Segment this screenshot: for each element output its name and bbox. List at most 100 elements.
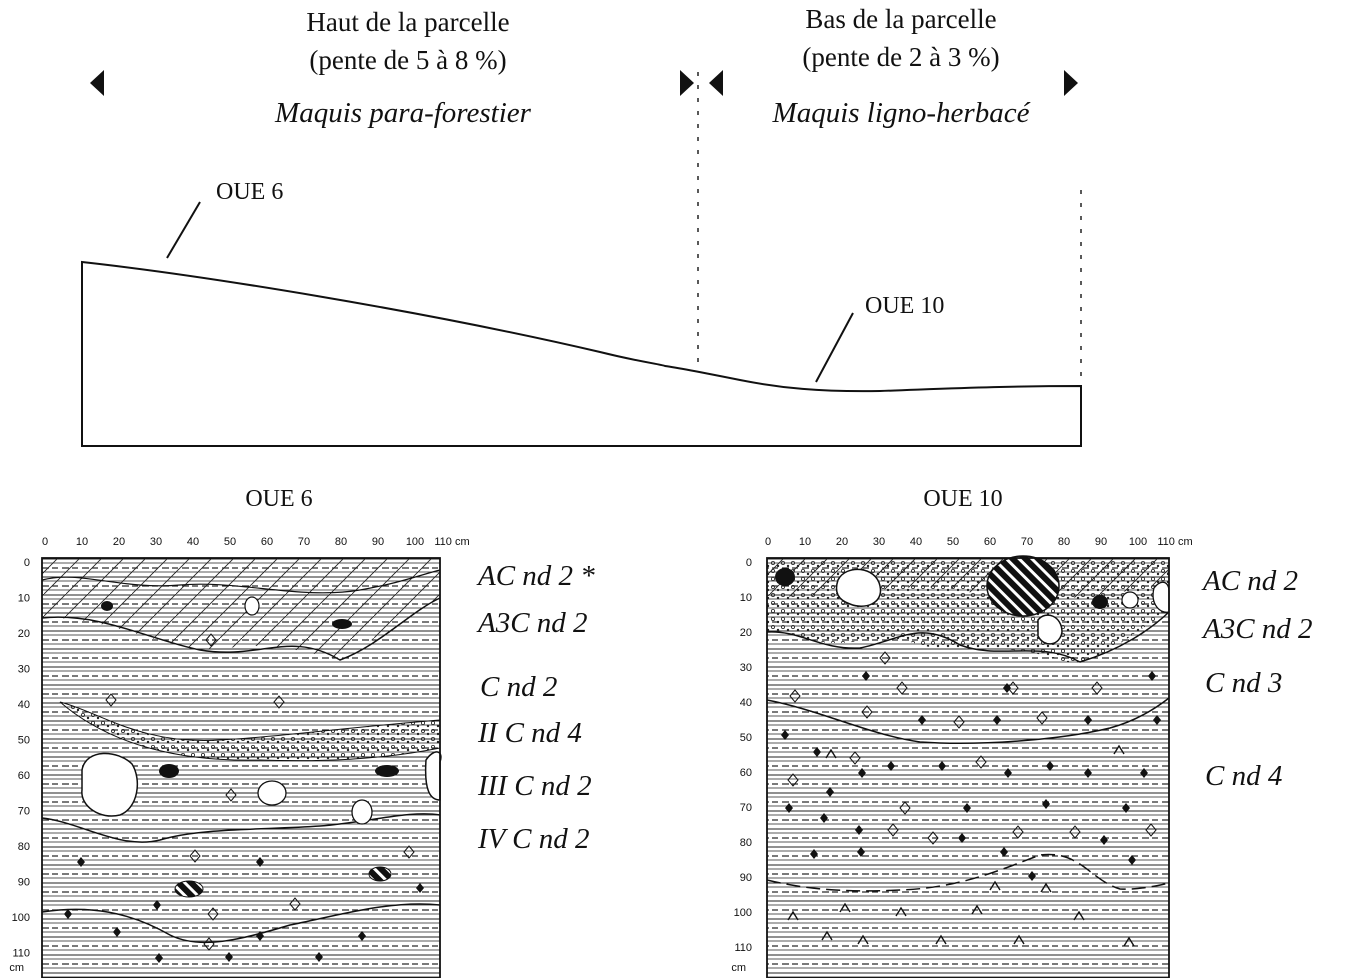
profile-label-oue6: OUE 6 [216, 179, 283, 205]
horizon-label: III C nd 2 [477, 770, 592, 802]
x-tick-label: 0 [42, 536, 48, 548]
y-tick-label: 60 [18, 770, 30, 782]
concretion-icon [332, 619, 352, 629]
upper-plot-slope: (pente de 5 à 8 %) [309, 45, 506, 75]
x-tick-label: 10 [76, 536, 88, 548]
stone-icon [1121, 591, 1139, 609]
x-tick-label: 50 [947, 536, 959, 548]
x-tick-label: 40 [187, 536, 199, 548]
x-tick-label: 110 cm [434, 536, 469, 548]
y-tick-label: 100 [734, 907, 752, 919]
pointer-oue10 [815, 312, 854, 383]
horizon-label: IV C nd 2 [477, 823, 589, 855]
y-tick-label: 30 [18, 664, 30, 676]
stone-icon [244, 596, 260, 616]
x-tick-label: 30 [873, 536, 885, 548]
striped-block-icon [368, 866, 392, 882]
horizon-label: A3C nd 2 [476, 607, 588, 639]
x-tick-label: 40 [910, 536, 922, 548]
stone-icon [1037, 614, 1063, 645]
y-tick-label: 50 [18, 735, 30, 747]
x-tick-label: 20 [836, 536, 848, 548]
x-tick-label: 110 cm [1157, 536, 1192, 548]
y-tick-label: 0 [746, 557, 752, 569]
horizon-boundary [766, 697, 1170, 744]
concretion-icon [159, 764, 179, 778]
pit-oue10-frame [766, 557, 1170, 978]
horizon-label: AC nd 2 * [476, 560, 595, 592]
horizon-boundary [41, 903, 441, 944]
x-tick-label: 30 [150, 536, 162, 548]
y-tick-label: 50 [740, 732, 752, 744]
upper-plot-vegetation: Maquis para-forestier [274, 97, 532, 129]
y-tick-label: 80 [740, 837, 752, 849]
arrow-left-icon [90, 70, 104, 96]
y-tick-label: 90 [18, 877, 30, 889]
x-tick-label: 20 [113, 536, 125, 548]
horizon-boundary [41, 597, 441, 661]
solid-diamond-markers [64, 857, 424, 963]
y-tick-label: 60 [740, 767, 752, 779]
horizon-boundary [766, 853, 1170, 892]
pit-oue10 [766, 555, 1170, 978]
y-tick-label: 30 [740, 662, 752, 674]
y-unit-label: cm [9, 962, 24, 974]
upper-plot-title: Haut de la parcelle [306, 7, 509, 37]
pointer-oue6 [166, 201, 201, 259]
pit-oue6 [41, 558, 442, 978]
concretion-icon [101, 601, 113, 611]
y-tick-label: 0 [24, 557, 30, 569]
horizon-label: C nd 3 [1205, 667, 1282, 699]
x-tick-label: 100 [1129, 536, 1147, 548]
horizon-label: C nd 4 [1205, 760, 1282, 792]
pit-oue6-topsoil [42, 558, 440, 660]
y-tick-label: 110 [734, 942, 752, 954]
lower-plot-title: Bas de la parcelle [805, 4, 996, 34]
x-tick-label: 70 [1021, 536, 1033, 548]
lower-plot-vegetation: Maquis ligno-herbacé [772, 97, 1031, 129]
y-tick-label: 70 [740, 802, 752, 814]
y-tick-label: 80 [18, 841, 30, 853]
y-tick-label: 10 [740, 592, 752, 604]
x-tick-label: 0 [765, 536, 771, 548]
horizon-label: A3C nd 2 [1201, 613, 1313, 645]
horizon-boundary [766, 611, 1170, 663]
concretion-icon [375, 765, 399, 777]
y-tick-label: 20 [18, 628, 30, 640]
x-tick-label: 60 [984, 536, 996, 548]
slope-profile [81, 260, 1082, 447]
y-tick-label: 110 [12, 948, 30, 960]
arrow-right-icon [1064, 70, 1078, 96]
y-tick-label: 10 [18, 593, 30, 605]
horizon-boundary [41, 569, 441, 594]
lower-plot-slope: (pente de 2 à 3 %) [802, 42, 999, 72]
horizon-label: AC nd 2 [1201, 565, 1298, 597]
y-tick-label: 70 [18, 806, 30, 818]
x-tick-label: 90 [372, 536, 384, 548]
small-diamond-markers [787, 651, 1157, 845]
striped-block-icon [174, 880, 204, 898]
horizon-labels: AC nd 2 * A3C nd 2 C nd 2 II C nd 4 III C nd… [476, 560, 1313, 855]
horizon-label: II C nd 4 [477, 717, 582, 749]
stone-icon [351, 799, 373, 825]
x-tick-label: 90 [1095, 536, 1107, 548]
arrow-right-icon [680, 70, 694, 96]
x-tick-label: 70 [298, 536, 310, 548]
x-tick-label: 10 [799, 536, 811, 548]
solid-diamond-markers [781, 671, 1161, 881]
pit-title-oue6: OUE 6 [245, 486, 312, 512]
horizon-label: C nd 2 [480, 671, 557, 703]
arrow-left-icon [709, 70, 723, 96]
concretion-icon [1092, 595, 1108, 609]
concretion-icon [775, 568, 795, 586]
y-unit-label: cm [731, 962, 746, 974]
caret-markers [787, 744, 1135, 947]
stone-icon [835, 568, 882, 607]
x-tick-label: 80 [335, 536, 347, 548]
y-tick-label: 90 [740, 872, 752, 884]
striped-block-icon [986, 555, 1060, 617]
y-tick-label: 20 [740, 627, 752, 639]
pit-oue6-frame [41, 557, 441, 978]
